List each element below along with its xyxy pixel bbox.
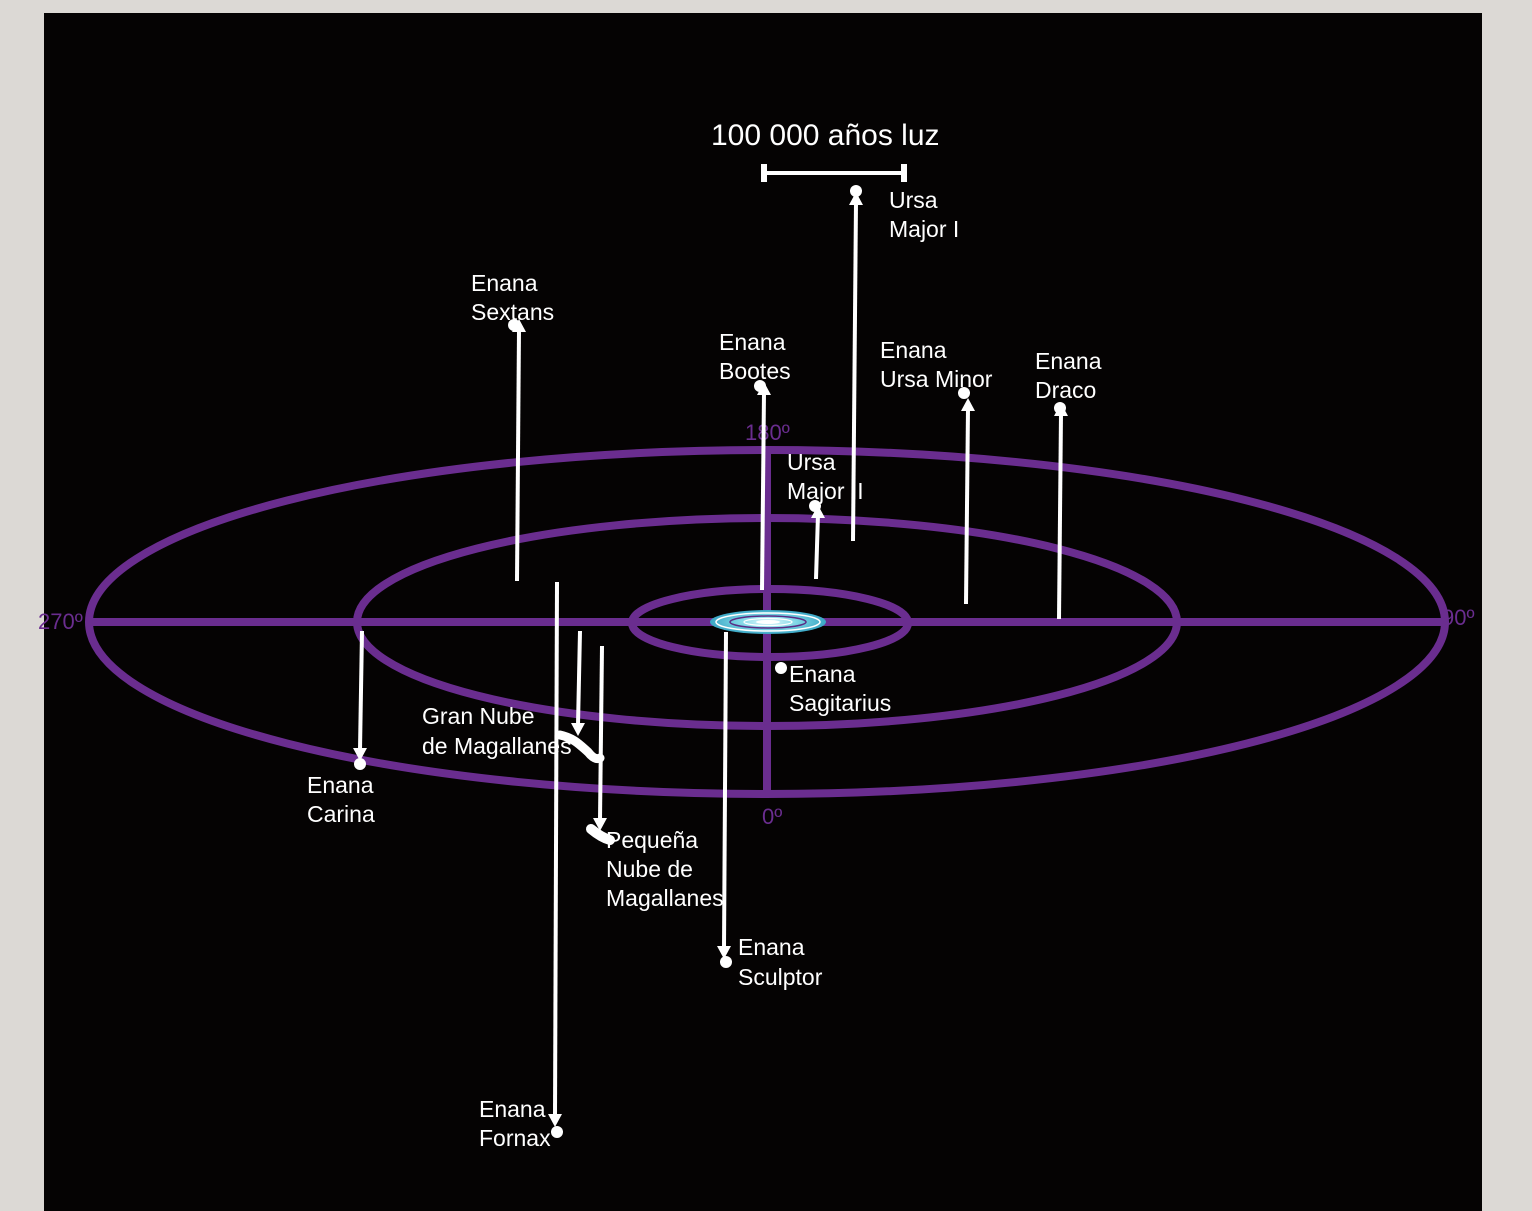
angle-label-270: 270º <box>38 609 83 634</box>
satellite-labels: Ursa Major I Enana Sextans Enana Bootes … <box>307 187 1108 1151</box>
scale-bar: 100 000 años luz <box>711 119 940 182</box>
marker-lmc <box>555 630 605 764</box>
angle-label-180: 180º <box>745 420 790 445</box>
marker-ursa-major-1 <box>849 185 863 542</box>
label-sextans: Enana Sextans <box>471 270 554 325</box>
label-sculptor: Enana Sculptor <box>738 934 823 990</box>
marker-fornax <box>548 581 563 1138</box>
marker-sextans <box>508 319 526 582</box>
label-sagitarius: Enana Sagitarius <box>789 661 891 716</box>
marker-smc <box>586 645 615 845</box>
marker-ursa-major-2 <box>809 500 825 580</box>
label-carina: Enana Carina <box>307 772 380 827</box>
marker-ursa-minor <box>958 387 975 605</box>
label-fornax: Enana Fornax <box>479 1096 552 1151</box>
label-bootes: Enana Bootes <box>719 329 792 384</box>
marker-carina <box>353 630 367 770</box>
label-ursa-major-1: Ursa Major I <box>889 187 959 242</box>
satellite-markers <box>353 185 1068 1138</box>
marker-bootes <box>754 380 771 591</box>
marker-sculptor <box>717 631 732 968</box>
angle-label-0: 0º <box>762 804 782 829</box>
marker-draco <box>1054 402 1068 620</box>
galaxy-core-icon <box>710 610 826 634</box>
label-ursa-minor: Enana Ursa Minor <box>880 337 993 392</box>
label-lmc: Gran Nube de Magallanes <box>422 703 572 759</box>
label-ursa-major-2: Ursa Major II <box>787 449 864 504</box>
label-smc: Pequeña Nube de Magallanes <box>606 827 724 911</box>
scale-bar-label: 100 000 años luz <box>711 119 940 152</box>
marker-sagitarius <box>775 662 787 674</box>
angle-label-90: 90º <box>1442 605 1475 630</box>
label-draco: Enana Draco <box>1035 348 1108 403</box>
